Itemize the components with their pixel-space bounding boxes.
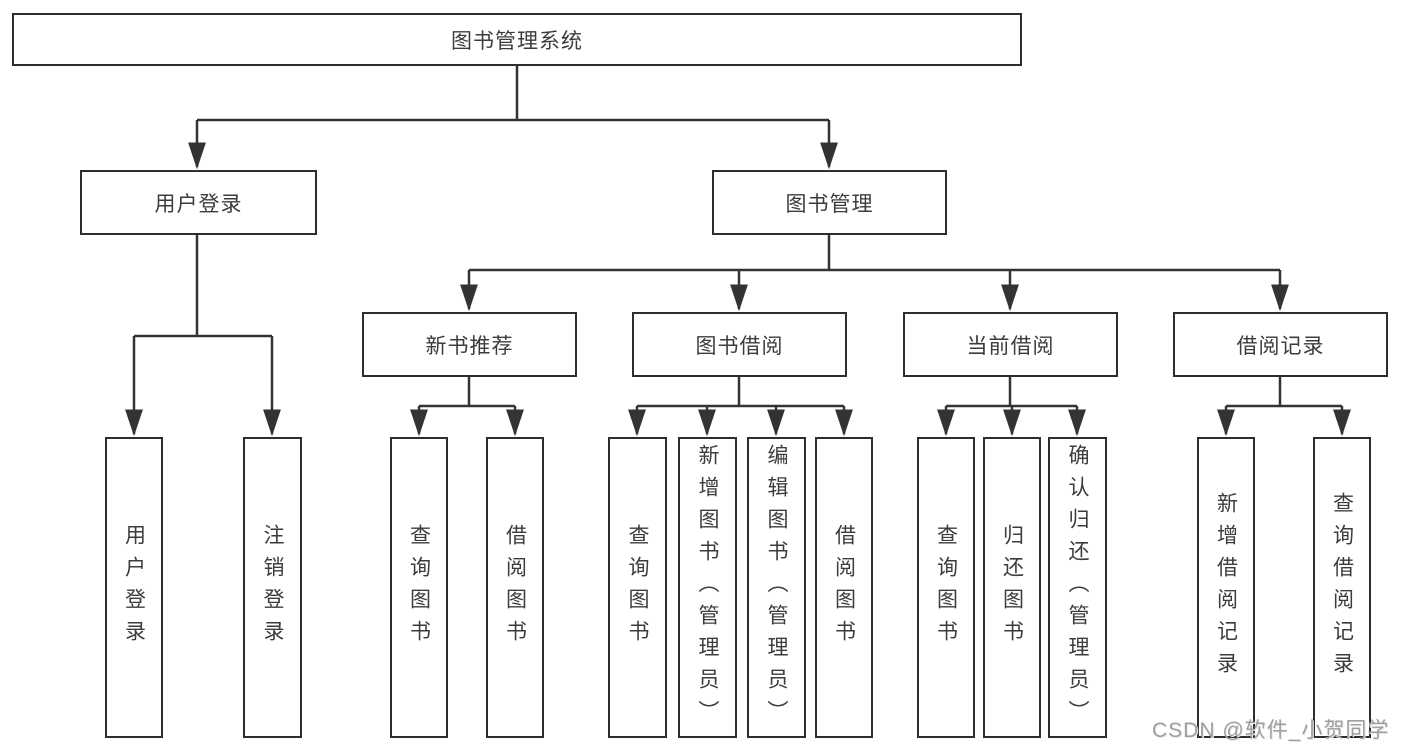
node-label: 新书推荐	[425, 334, 514, 358]
node-label: 借阅图书	[832, 523, 856, 652]
node-leaf-current-query-books: 查询图书	[917, 437, 975, 738]
node-label: 注销登录	[261, 523, 284, 652]
node-label: 确认归还（管理员）	[1066, 443, 1089, 732]
node-label: 新增借阅记录	[1214, 491, 1238, 684]
node-leaf-records-add-record: 新增借阅记录	[1197, 437, 1255, 738]
node-leaf-recommend-query-books: 查询图书	[390, 437, 448, 738]
node-label: 查询图书	[626, 523, 649, 652]
node-leaf-current-confirm-return-admin: 确认归还（管理员）	[1048, 437, 1107, 738]
node-root-library-management-system: 图书管理系统	[12, 13, 1022, 66]
node-leaf-records-query-record: 查询借阅记录	[1313, 437, 1371, 738]
node-current-borrowing: 当前借阅	[903, 312, 1118, 377]
node-label: 查询图书	[934, 523, 958, 652]
node-leaf-borrowing-borrow-books: 借阅图书	[815, 437, 873, 738]
node-label: 图书管理系统	[451, 29, 583, 53]
node-user-login: 用户登录	[80, 170, 317, 235]
node-book-management: 图书管理	[712, 170, 947, 235]
node-label: 图书管理	[785, 192, 874, 216]
node-label: 归还图书	[1000, 523, 1024, 652]
node-label: 新增图书（管理员）	[696, 443, 719, 732]
edge-book-management-children	[460, 234, 1289, 312]
node-leaf-borrowing-query-books: 查询图书	[608, 437, 667, 738]
node-leaf-logout: 注销登录	[243, 437, 302, 738]
node-label: 查询图书	[407, 523, 431, 652]
node-new-book-recommend: 新书推荐	[362, 312, 577, 377]
node-label: 编辑图书（管理员）	[765, 443, 788, 732]
node-leaf-recommend-borrow-books: 借阅图书	[486, 437, 544, 738]
edge-user-login-children	[125, 234, 281, 437]
edge-book-borrowing-children	[628, 376, 853, 437]
node-book-borrowing: 图书借阅	[632, 312, 847, 377]
csdn-watermark: CSDN @软件_小贺同学	[1152, 719, 1390, 742]
edge-root-to-level2	[188, 65, 838, 170]
node-borrowing-records: 借阅记录	[1173, 312, 1388, 377]
node-leaf-user-login: 用户登录	[105, 437, 163, 738]
node-leaf-borrowing-edit-books-admin: 编辑图书（管理员）	[747, 437, 806, 738]
node-label: 借阅图书	[503, 523, 527, 652]
node-leaf-current-return-books: 归还图书	[983, 437, 1041, 738]
edge-current-borrowing-children	[937, 376, 1086, 437]
edge-borrowing-records-children	[1217, 376, 1351, 437]
node-label: 借阅记录	[1236, 334, 1325, 358]
node-label: 用户登录	[122, 523, 146, 652]
edge-new-book-recommend-children	[410, 376, 524, 437]
node-label: 当前借阅	[966, 334, 1055, 358]
node-leaf-borrowing-add-books-admin: 新增图书（管理员）	[678, 437, 737, 738]
node-label: 图书借阅	[695, 334, 784, 358]
node-label: 用户登录	[154, 192, 243, 216]
node-label: 查询借阅记录	[1330, 491, 1354, 684]
